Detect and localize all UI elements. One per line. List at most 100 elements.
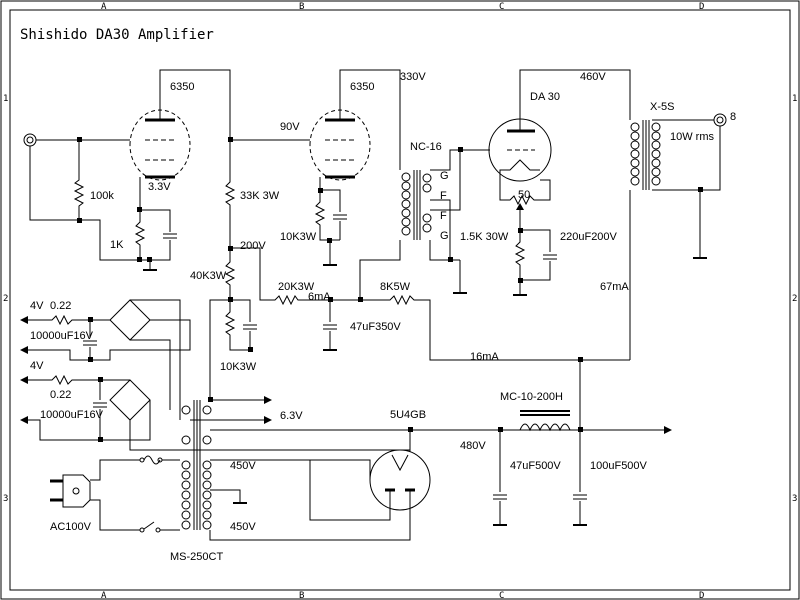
dc-supply-1-voltage: 4V (30, 300, 44, 312)
output-cathode-resistor (514, 210, 526, 280)
junction (208, 397, 213, 402)
arrow-out-icon (20, 316, 28, 324)
wire (210, 489, 241, 503)
tube-v1-icon (129, 109, 191, 181)
bridge-rectifier-2-icon (109, 379, 151, 421)
mains-voltage: AC100V (50, 521, 92, 533)
speaker-tap-label: 8 (730, 111, 736, 123)
interstage-pin-g2: G (440, 230, 449, 242)
wire (520, 261, 551, 281)
junction (578, 427, 583, 432)
ground-icon (573, 501, 587, 526)
wire (210, 459, 371, 480)
output-current: 67mA (600, 281, 629, 293)
divider-top-resistor (224, 248, 236, 300)
junction (458, 147, 463, 152)
heater-r1-resistor (28, 314, 110, 326)
junction (408, 427, 413, 432)
power-transformer-icon (181, 400, 212, 530)
divider-top-label: 40K3W (190, 270, 227, 282)
grid-col-c-bottom: C (499, 591, 504, 600)
v1-plate-resistor (224, 140, 236, 248)
wire (130, 299, 181, 420)
grid-leak-resistor (73, 140, 140, 261)
wire (140, 209, 171, 232)
output-transformer-label: X-5S (650, 101, 674, 113)
output-grid-wire (430, 149, 490, 171)
v2-plate-wire (339, 69, 401, 170)
wire (209, 490, 411, 541)
dropper-resistor (360, 294, 630, 361)
junction (88, 317, 93, 322)
power-switch-icon[interactable] (139, 521, 161, 533)
input-jack-icon[interactable] (23, 133, 37, 147)
wire (90, 319, 191, 361)
interstage-pin-f1: F (440, 190, 447, 202)
junction (448, 257, 453, 262)
wire (140, 240, 171, 261)
grid-row-2-left: 2 (3, 294, 8, 304)
v1-plate-resistor-label: 33K 3W (240, 190, 280, 202)
junction (147, 257, 152, 262)
interstage-transformer-icon (401, 170, 432, 240)
output-cathode-capacitor-label: 220uF200V (560, 231, 618, 243)
filter-c2-icon (573, 494, 587, 500)
junction (137, 257, 142, 262)
output-transformer-icon (630, 120, 661, 190)
wire (230, 299, 251, 322)
wire (100, 400, 151, 441)
output-plate-voltage: 460V (580, 71, 606, 83)
grid-col-c-top: C (499, 2, 504, 12)
ht-lower-voltage: 450V (230, 521, 256, 533)
junction (77, 137, 82, 142)
divider-capacitor-icon (243, 324, 257, 330)
junction (498, 427, 503, 432)
ht-upper-voltage: 450V (230, 460, 256, 472)
filter-c1-label: 47uF500V (510, 460, 561, 472)
ground-icon (453, 260, 467, 294)
interstage-primary-wire (359, 240, 401, 300)
grid-col-b-bottom: B (299, 591, 304, 600)
decouple-resistor (230, 247, 330, 306)
output-cathode-resistor-label: 1.5K 30W (460, 231, 509, 243)
grid-row-2-right: 2 (792, 294, 797, 304)
inner-frame (9, 9, 791, 591)
grid-leak-label: 100k (90, 190, 114, 202)
tube-v2-icon (309, 109, 371, 181)
b-plus-mid-voltage: 200V (240, 240, 266, 252)
grid-row-3-left: 3 (3, 494, 8, 504)
grid-col-a-top: A (101, 2, 107, 12)
v2-cathode-resistor (314, 177, 340, 241)
wire (90, 499, 140, 531)
heater-c1-label: 10000uF16V (30, 330, 94, 342)
heater-r1-label: 0.22 (50, 300, 71, 312)
tube-v1-label: 6350 (170, 81, 194, 93)
heater-voltage: 6.3V (280, 410, 303, 422)
interstage-pin-f2: F (440, 210, 447, 222)
bridge-rectifier-1-icon (109, 299, 151, 341)
v1-plate-wire (159, 69, 231, 140)
choke-label: MC-10-200H (500, 391, 563, 403)
grid-row-3-right: 3 (792, 494, 797, 504)
divider-bottom-resistor (224, 300, 250, 351)
heater-c1-icon (83, 340, 97, 346)
grid-col-d-top: D (699, 2, 704, 12)
tube-v2-label: 6350 (350, 81, 374, 93)
arrow-out-icon (20, 416, 28, 424)
ground-return-wire (29, 146, 79, 221)
output-cathode-capacitor-icon (543, 254, 557, 260)
wire (28, 347, 91, 361)
speaker-jack-icon[interactable] (713, 113, 727, 127)
wire (90, 459, 140, 481)
ac-plug-icon[interactable] (50, 474, 91, 508)
rectifier-tube-icon (369, 449, 431, 511)
filter-c1-icon (493, 494, 507, 500)
v1-cathode-resistor-label: 1K (110, 239, 124, 251)
wire (429, 240, 460, 261)
wire (652, 126, 721, 191)
junction (137, 207, 142, 212)
wire (430, 199, 451, 260)
output-power-rating: 10W rms (670, 131, 715, 143)
hum-balance-pot (499, 169, 551, 206)
